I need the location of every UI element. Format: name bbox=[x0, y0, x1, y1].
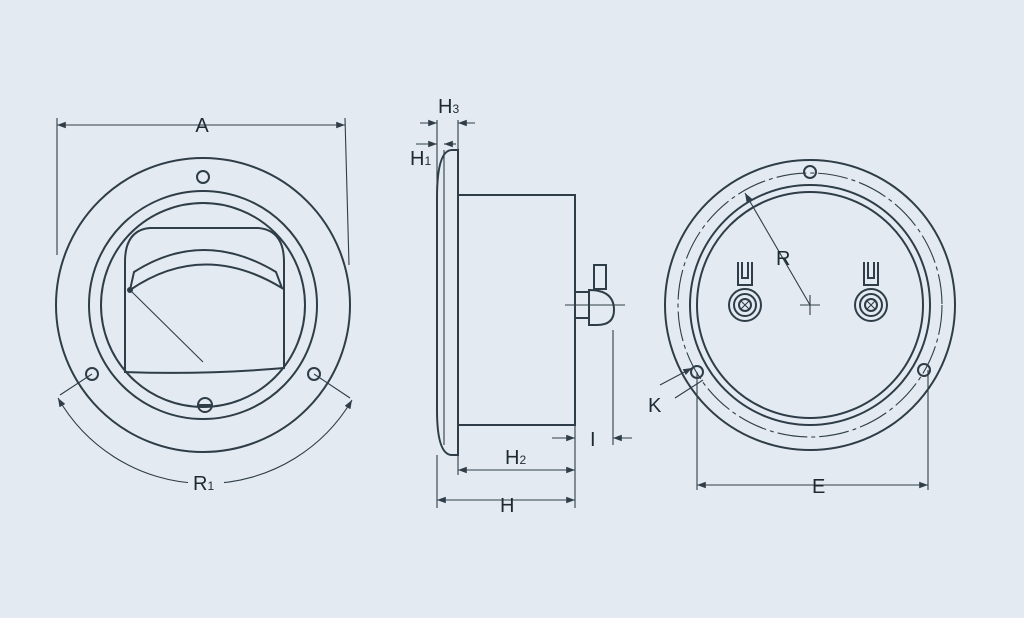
terminal-lug bbox=[593, 264, 607, 290]
mount-hole bbox=[196, 170, 210, 184]
mount-hole bbox=[307, 367, 321, 381]
terminal-nut bbox=[588, 288, 616, 326]
flange bbox=[436, 149, 459, 456]
mount-hole bbox=[917, 363, 931, 377]
dim-a-label: A bbox=[195, 115, 209, 137]
terminal-left bbox=[728, 262, 762, 322]
mount-hole bbox=[85, 367, 99, 381]
side-view: H3 H1 H2 H I bbox=[410, 96, 632, 517]
front-view: A R1 bbox=[55, 115, 353, 495]
dim-h2-label: H2 bbox=[505, 447, 526, 469]
needle bbox=[129, 289, 204, 363]
dim-k-label: K bbox=[648, 395, 662, 417]
terminal-right bbox=[854, 262, 888, 322]
dim-e-label: E bbox=[812, 476, 825, 498]
dim-h1-label: H1 bbox=[410, 148, 431, 170]
meter-window bbox=[124, 227, 285, 374]
rear-case bbox=[696, 191, 924, 419]
front-bezel-inner bbox=[88, 190, 318, 420]
rear-view: R E K bbox=[648, 159, 956, 498]
scale-arc bbox=[128, 249, 284, 293]
dim-r-label: R bbox=[776, 248, 790, 270]
meter-body bbox=[457, 194, 576, 426]
rear-bezel-outer bbox=[664, 159, 956, 451]
front-bezel-outer bbox=[55, 157, 351, 453]
mount-hole bbox=[803, 165, 817, 179]
dim-h-label: H bbox=[500, 495, 514, 517]
dim-r1-label: R1 bbox=[193, 473, 214, 495]
dim-i-label: I bbox=[590, 429, 596, 451]
dim-h3-label: H3 bbox=[438, 96, 459, 118]
